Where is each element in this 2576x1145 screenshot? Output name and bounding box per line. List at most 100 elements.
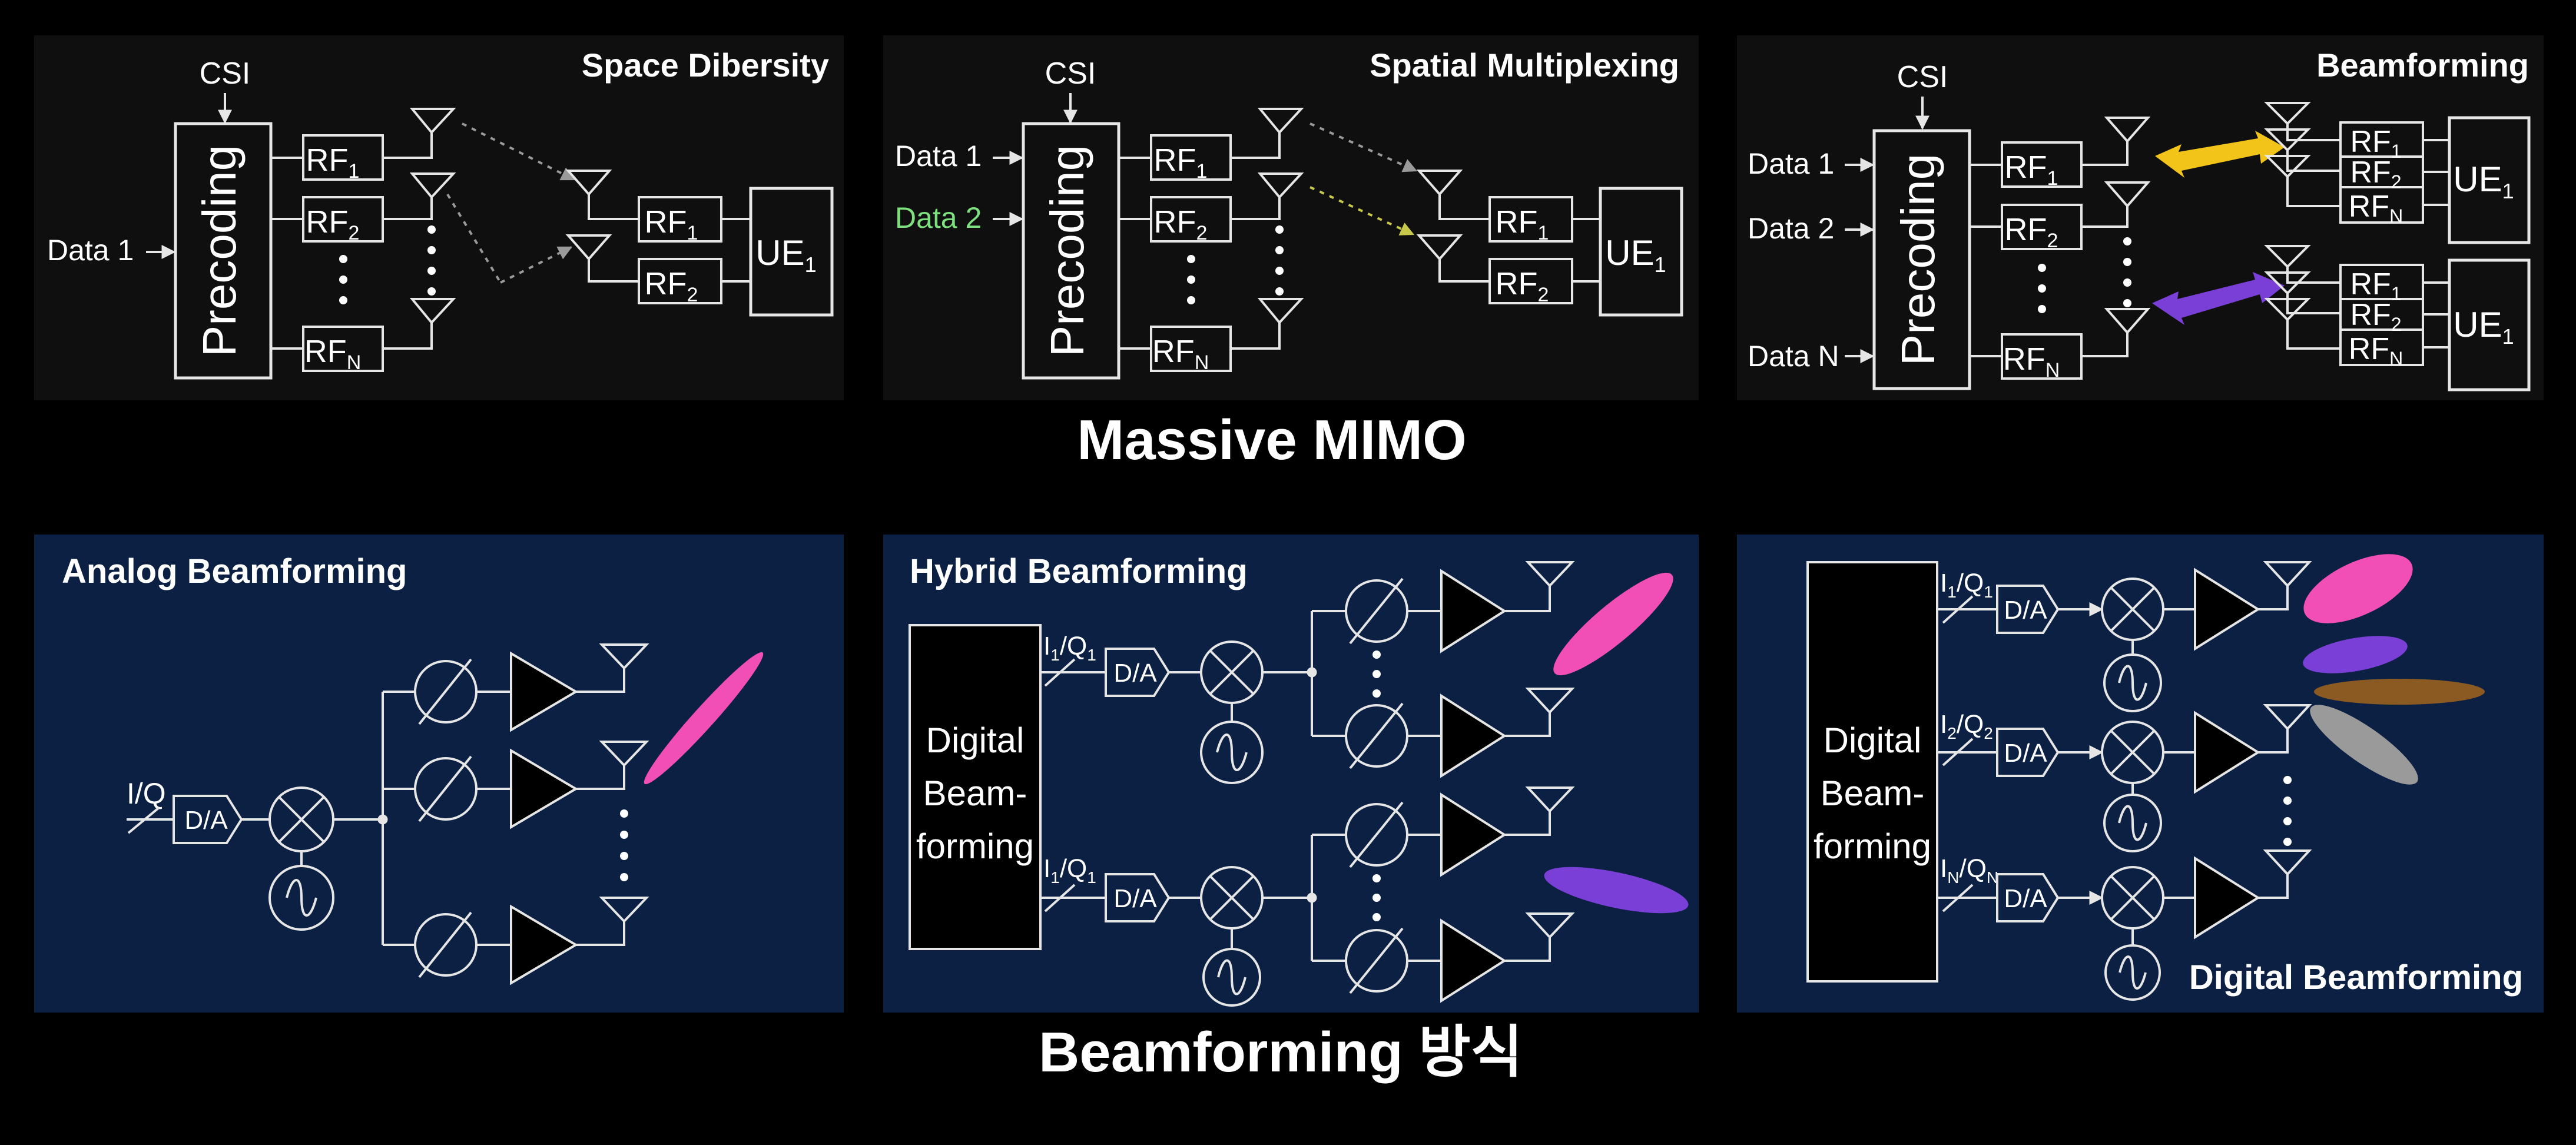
da-converter (1996, 873, 2060, 922)
data-label: Data 1 (1748, 147, 1834, 180)
ellipsis-dots (620, 809, 628, 881)
data-1-label: Data 1 (895, 140, 982, 172)
rf-label: RF2 (2350, 155, 2401, 193)
antenna-icon (1416, 170, 1490, 220)
antenna-icon (2264, 155, 2340, 207)
beam-yellow (2155, 131, 2285, 178)
rf-label: RF1 (1154, 142, 1208, 182)
antenna-icon (1504, 912, 1575, 962)
ue-block (1599, 187, 1683, 317)
csi-label: CSI (200, 57, 251, 91)
antenna-icon (2081, 308, 2151, 357)
rf-label: RFN (304, 334, 362, 374)
ellipsis-dots (1372, 651, 1381, 698)
antenna-icon (1504, 786, 1575, 836)
antenna-icon (2258, 561, 2312, 610)
amplifier-icon (1440, 918, 1507, 1003)
ue-label: UE1 (2453, 305, 2514, 349)
ue-label: UE1 (1605, 233, 1666, 277)
space-diversity-title: Space Dibersity (582, 47, 829, 84)
iq-label: I/Q (127, 777, 166, 810)
antenna-icon (2081, 117, 2151, 166)
csi-label: CSI (1045, 57, 1096, 91)
antenna-icon (383, 298, 456, 350)
spatial-multiplexing-title: Spatial Multiplexing (1370, 47, 1679, 84)
rf-label: RF2 (1496, 266, 1549, 306)
rf-label: RF2 (1154, 204, 1208, 244)
rf-label: RFN (2003, 341, 2060, 381)
amplifier-icon (1440, 569, 1507, 653)
da-converter (1105, 873, 1171, 922)
beamforming-title: Beamforming (2316, 47, 2529, 84)
iq-label: I1/Q1 (1043, 632, 1096, 664)
ue-block (749, 187, 834, 317)
ellipsis-dots (2038, 237, 2131, 313)
digital-label: forming (916, 827, 1034, 866)
da-label: D/A (2004, 739, 2047, 768)
precoding-label: Precoding (193, 145, 246, 357)
panel-hybrid-beamforming: Hybrid Beamforming Digital Beam- forming… (883, 535, 1699, 1013)
antenna-icon (1504, 561, 1575, 612)
digital-beamforming-block (909, 624, 1042, 950)
amplifier-icon (1440, 792, 1507, 877)
amplifier-icon (2194, 856, 2260, 940)
antenna-icon (1231, 298, 1304, 350)
data-2-label: Data 2 (895, 201, 982, 234)
da-label: D/A (184, 806, 228, 835)
antenna-icon (576, 741, 649, 790)
rf-label: RF1 (2350, 125, 2401, 162)
precoding-block (1872, 129, 1971, 390)
oscillator-icon (1202, 948, 1261, 1007)
digital-label: forming (1814, 827, 1931, 866)
antenna-icon (2081, 181, 2151, 228)
da-label: D/A (2004, 884, 2047, 913)
beam-purple (2152, 272, 2285, 325)
iq-label: I1/Q1 (1940, 569, 1993, 601)
antenna-icon (565, 170, 639, 220)
digital-title: Digital Beamforming (2189, 958, 2523, 997)
rf-label: RFN (1152, 334, 1209, 374)
panel-analog-beamforming: Analog Beamforming I/Q D/A (34, 535, 844, 1013)
hybrid-title: Hybrid Beamforming (910, 552, 1248, 590)
antenna-icon (1231, 108, 1304, 159)
rf-label: RFN (2349, 332, 2403, 369)
data-1-label: Data 1 (47, 234, 134, 267)
antenna-icon (576, 643, 649, 693)
ellipsis-dots (339, 225, 436, 304)
panel-beamforming: Beamforming CSI Precoding Data 1 Data 2 … (1737, 35, 2544, 400)
digital-beamforming-block (1806, 561, 1938, 983)
massive-mimo-caption: Massive MIMO (1077, 409, 1467, 472)
csi-label: CSI (1897, 60, 1948, 94)
rf-label: RF2 (645, 266, 698, 306)
da-label: D/A (1113, 884, 1157, 913)
amplifier-icon (2194, 711, 2260, 794)
da-label: D/A (2004, 596, 2047, 625)
antenna-icon (383, 172, 456, 220)
ellipsis-dots (2283, 776, 2292, 846)
iq-label: I1/Q1 (1043, 854, 1096, 887)
iq-label: I2/Q2 (1940, 710, 1993, 742)
ue-label: UE1 (2453, 160, 2514, 203)
ellipsis-dots (1372, 874, 1381, 921)
amplifier-icon (1440, 693, 1507, 778)
amplifier-icon (2194, 567, 2260, 651)
digital-label: Beam- (1821, 774, 1925, 813)
ellipsis-dots (1187, 225, 1284, 304)
iq-label: IN/QN (1940, 854, 1998, 887)
ue-block (2448, 116, 2531, 244)
da-converter (1996, 728, 2060, 777)
beam-purple (2303, 636, 2408, 673)
da-converter (1105, 648, 1171, 697)
ue-label: UE1 (755, 233, 816, 277)
antenna-icon (565, 234, 639, 283)
rf-label: RF1 (1496, 204, 1549, 244)
data-label: Data 2 (1748, 212, 1834, 245)
rf-label: RF1 (2005, 150, 2058, 190)
da-label: D/A (1113, 659, 1157, 688)
oscillator-icon (2104, 944, 2161, 1001)
amplifier-icon (510, 651, 578, 732)
precoding-label: Precoding (1892, 154, 1944, 366)
antenna-icon (1504, 688, 1575, 737)
beam-gray (2310, 705, 2418, 785)
